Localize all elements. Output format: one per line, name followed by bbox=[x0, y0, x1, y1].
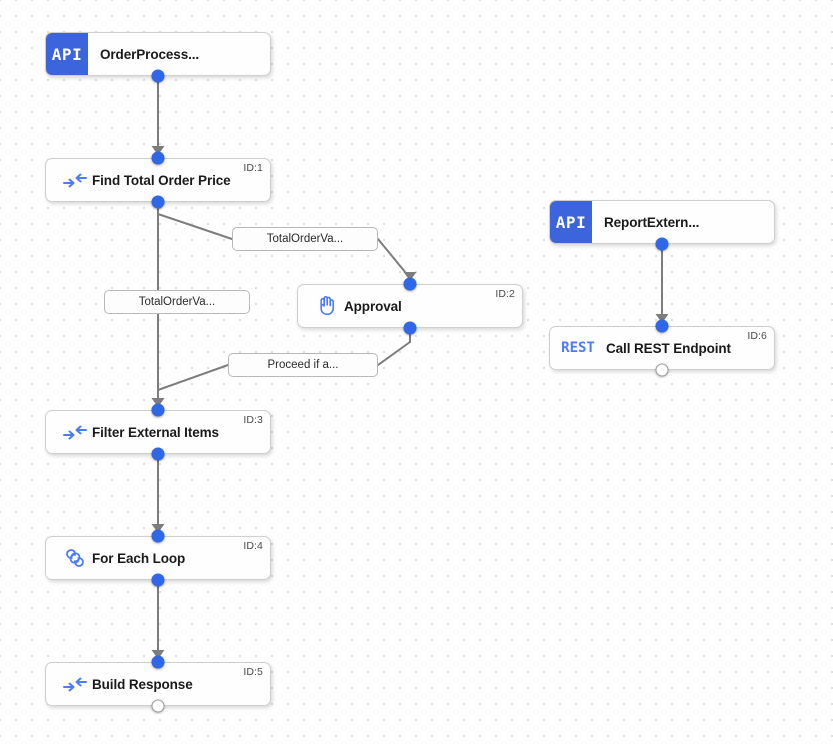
infinity-loop-icon bbox=[58, 548, 92, 568]
connection-handle-approval-in[interactable] bbox=[403, 277, 417, 291]
node-title: Approval bbox=[344, 298, 402, 314]
edge-arrowhead bbox=[151, 524, 165, 533]
transform-arrows-icon bbox=[58, 170, 92, 190]
edge-label-find-total-to-filter[interactable]: TotalOrderVa... bbox=[104, 290, 250, 314]
connection-handle-loop-in[interactable] bbox=[151, 529, 165, 543]
node-title: OrderProcess... bbox=[100, 46, 200, 62]
edge-arrowhead bbox=[655, 314, 669, 323]
connection-handle-build-response-in[interactable] bbox=[151, 655, 165, 669]
node-title: Filter External Items bbox=[92, 424, 219, 440]
api-badge-icon: API bbox=[46, 33, 88, 75]
connection-handle-approval-out[interactable] bbox=[403, 321, 417, 335]
workflow-node-call-rest-endpoint[interactable]: REST Call REST Endpoint ID:6 bbox=[549, 326, 775, 370]
node-title: ReportExtern... bbox=[604, 214, 700, 230]
edge-label-find-total-to-approval[interactable]: TotalOrderVa... bbox=[232, 227, 378, 251]
edge-filter-to-loop[interactable] bbox=[151, 454, 165, 533]
node-id-badge: ID:4 bbox=[243, 540, 263, 552]
connection-handle-report-external-out[interactable] bbox=[655, 237, 669, 251]
transform-arrows-icon bbox=[58, 674, 92, 694]
connection-handle-loop-out[interactable] bbox=[151, 573, 165, 587]
rest-badge-icon: REST bbox=[561, 340, 595, 356]
node-id-badge: ID:2 bbox=[495, 288, 515, 300]
node-title: Call REST Endpoint bbox=[606, 340, 731, 356]
connection-handle-call-rest-out[interactable] bbox=[655, 363, 669, 377]
node-id-badge: ID:5 bbox=[243, 666, 263, 678]
connection-handle-find-total-out[interactable] bbox=[151, 195, 165, 209]
edge-label-approval-to-filter[interactable]: Proceed if a... bbox=[228, 353, 378, 377]
connection-handle-order-process-out[interactable] bbox=[151, 69, 165, 83]
connection-handle-call-rest-in[interactable] bbox=[655, 319, 669, 333]
node-id-badge: ID:1 bbox=[243, 162, 263, 174]
edge-arrowhead bbox=[151, 650, 165, 659]
connection-handle-filter-out[interactable] bbox=[151, 447, 165, 461]
transform-arrows-icon bbox=[58, 422, 92, 442]
connection-handle-build-response-out[interactable] bbox=[151, 699, 165, 713]
edge-loop-to-build-response[interactable] bbox=[151, 580, 165, 659]
api-badge-label: API bbox=[555, 212, 587, 232]
workflow-node-build-response[interactable]: Build Response ID:5 bbox=[45, 662, 271, 706]
edge-order-process-to-find-total[interactable] bbox=[151, 76, 165, 155]
workflow-node-find-total-order-price[interactable]: Find Total Order Price ID:1 bbox=[45, 158, 271, 202]
api-badge-label: API bbox=[51, 44, 83, 64]
hand-icon bbox=[310, 294, 344, 318]
connection-handle-filter-in[interactable] bbox=[151, 403, 165, 417]
edge-arrowhead bbox=[151, 398, 165, 407]
connection-handle-find-total-in[interactable] bbox=[151, 151, 165, 165]
node-title: Find Total Order Price bbox=[92, 172, 231, 188]
api-badge-icon: API bbox=[550, 201, 592, 243]
node-id-badge: ID:6 bbox=[747, 330, 767, 342]
workflow-node-report-external[interactable]: API ReportExtern... bbox=[549, 200, 775, 244]
node-title: Build Response bbox=[92, 676, 193, 692]
workflow-node-filter-external-items[interactable]: Filter External Items ID:3 bbox=[45, 410, 271, 454]
node-title: For Each Loop bbox=[92, 550, 186, 566]
edge-arrowhead bbox=[403, 272, 417, 281]
edge-arrowhead bbox=[151, 146, 165, 155]
edge-report-external-to-call-rest[interactable] bbox=[655, 244, 669, 323]
node-id-badge: ID:3 bbox=[243, 414, 263, 426]
